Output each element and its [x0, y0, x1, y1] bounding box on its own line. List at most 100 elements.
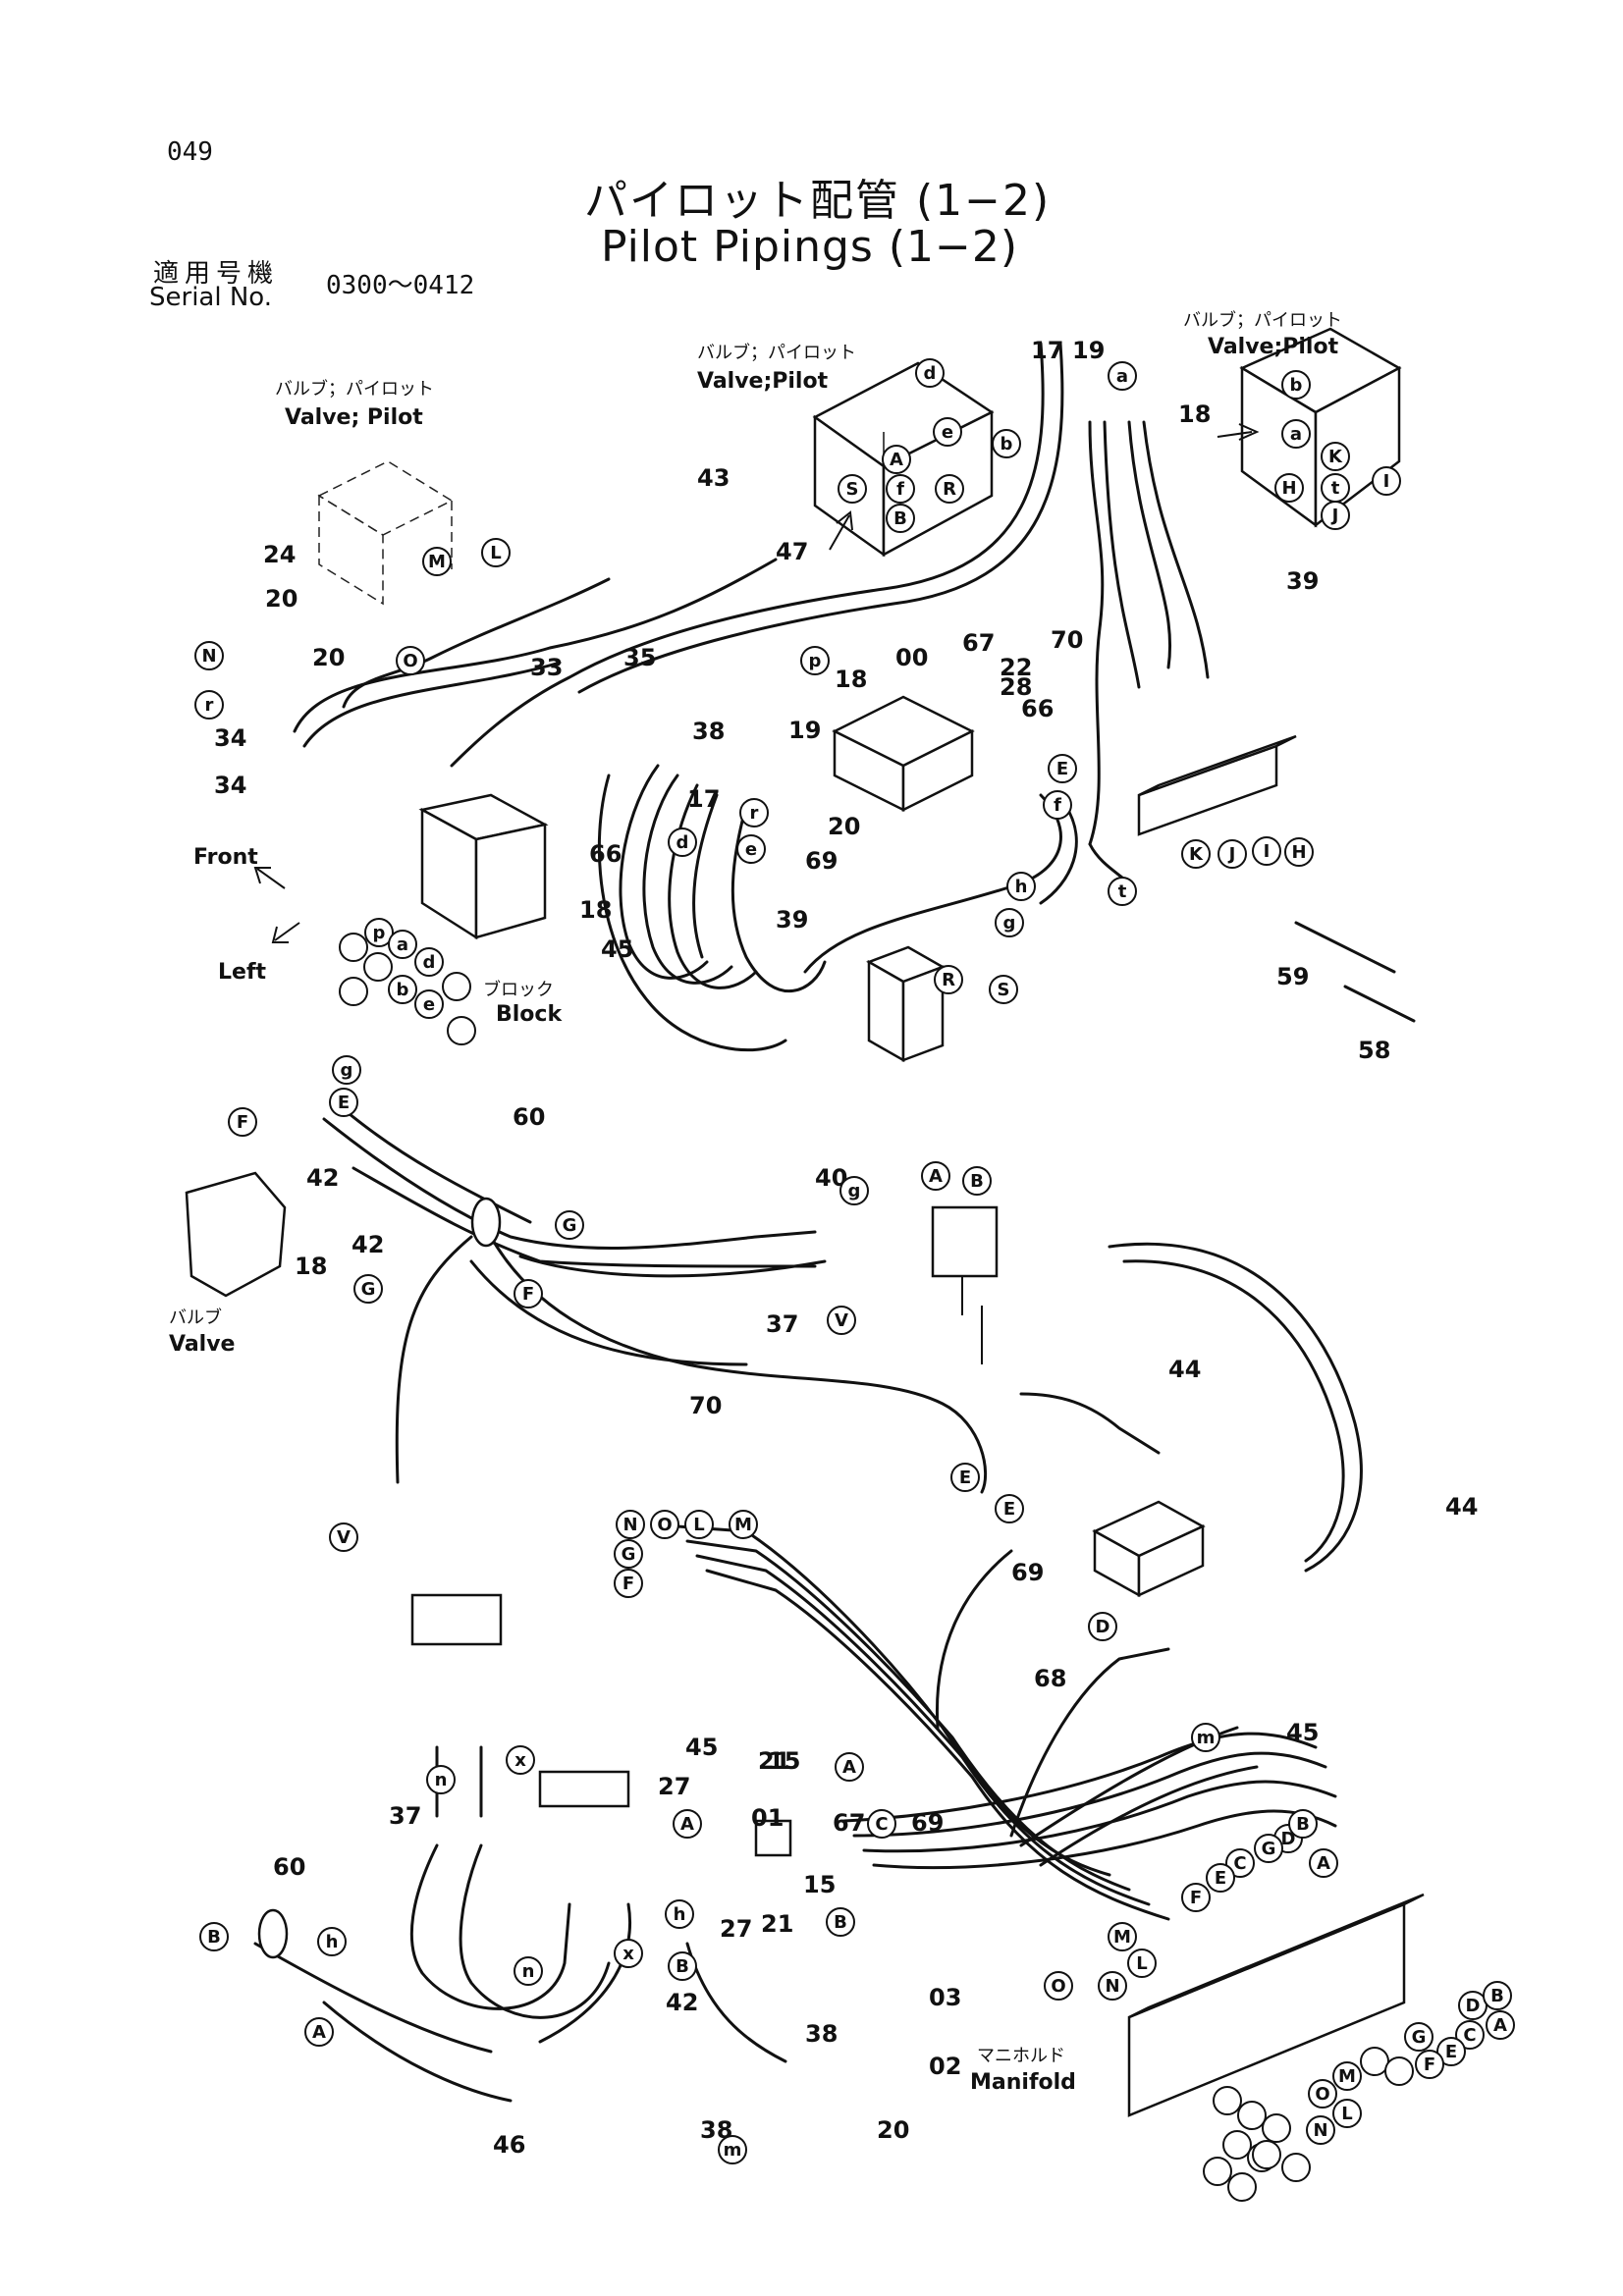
port-letter-callout: h — [1006, 872, 1036, 901]
port-letter-callout: t — [1108, 877, 1137, 906]
part-number-label: 68 — [1034, 1665, 1066, 1692]
part-number-label: 69 — [805, 847, 838, 875]
port-letter-label: t — [1118, 881, 1127, 902]
callout-circle — [1048, 754, 1077, 783]
callout-circle — [839, 1176, 869, 1205]
port-letter-label: M — [1338, 2066, 1356, 2087]
callout-circle — [1098, 1971, 1127, 2001]
port-letter-callout: E — [995, 1494, 1024, 1523]
port-letter-callout: g — [839, 1176, 869, 1205]
port-letter-label: D — [1281, 1829, 1296, 1849]
callout-circle — [1281, 370, 1311, 400]
part-number-label: 27 — [658, 1773, 690, 1800]
callout-circle — [1127, 1949, 1157, 1978]
callout-circle — [1321, 501, 1350, 530]
port-letter-callout: t — [1321, 473, 1350, 503]
port-letter-callout: B — [962, 1166, 992, 1196]
part-number-label: 24 — [263, 541, 296, 568]
callout-circle — [555, 1210, 584, 1240]
part-number-label: 19 — [1072, 337, 1105, 364]
callout-circle — [882, 445, 911, 474]
port-letter-label: L — [1341, 2104, 1352, 2124]
callout-circle — [1309, 1848, 1338, 1878]
part-number-label: 60 — [273, 1853, 305, 1881]
part-number-label: 28 — [1000, 673, 1032, 701]
port-letter-label: x — [514, 1750, 526, 1771]
part-number-label: 15 — [768, 1747, 800, 1775]
port-letter-callout: D — [1458, 1991, 1488, 2020]
part-number-label: 45 — [601, 935, 633, 963]
port-letter-label: g — [848, 1181, 861, 1201]
callout-circle — [729, 1510, 758, 1539]
part-number-label: 18 — [295, 1253, 327, 1280]
port-letter-label: n — [435, 1770, 448, 1790]
lower-hose-set — [253, 1524, 1337, 2103]
port-letter-callout: b — [992, 429, 1021, 458]
port-letter-label: N — [201, 646, 216, 667]
part-number-label: 44 — [1168, 1356, 1201, 1383]
port-letter-callout: m — [718, 2135, 747, 2164]
callout-circle — [962, 1166, 992, 1196]
port-letter-callout: e — [933, 417, 962, 447]
part-number-label: 18 — [1178, 400, 1211, 428]
port-letter-callout: M — [1108, 1922, 1137, 1951]
port-letter-label: G — [563, 1215, 577, 1236]
part-number-label: 69 — [911, 1809, 944, 1837]
port-letter-label: L — [490, 543, 501, 563]
port-letter-label: O — [1315, 2084, 1329, 2105]
part-number-label: 19 — [788, 717, 821, 744]
port-letter-callout: M — [1332, 2061, 1362, 2091]
port-letter-callout: a — [1281, 419, 1311, 449]
callout-circle — [684, 1510, 714, 1539]
callout-circle — [1108, 877, 1137, 906]
port-letter-label: H — [1291, 842, 1306, 863]
callout-circle — [921, 1161, 950, 1191]
block-mid-rs — [866, 945, 946, 1063]
page-title-japanese: パイロット配管 (1−2) — [584, 176, 1052, 226]
callout-circle — [1332, 2099, 1362, 2128]
port-letter-callout: I — [1372, 466, 1401, 496]
port-letter-callout: H — [1284, 837, 1314, 867]
port-letter-callout: E — [1436, 2037, 1466, 2066]
port-letter-callout: R — [935, 474, 964, 504]
port-letter-label: J — [1330, 506, 1339, 526]
port-letter-label: r — [205, 695, 214, 716]
page-title-english: Pilot Pipings (1−2) — [601, 222, 1019, 272]
port-letter-callout: B — [199, 1922, 229, 1951]
part-number-label: 43 — [697, 464, 730, 492]
port-letter-callout: N — [616, 1510, 645, 1539]
callout-circle — [665, 1899, 694, 1929]
port-letter-callout: m — [1191, 1723, 1220, 1752]
part-number-label: 34 — [214, 724, 246, 752]
clamp-band-59 — [1294, 921, 1396, 974]
left-caption: Left — [218, 960, 267, 985]
port-letter-callout: M — [422, 547, 452, 576]
callout-circle — [1217, 839, 1247, 869]
port-letter-callout: B — [1288, 1809, 1318, 1839]
arrow-right-valve — [1217, 423, 1260, 441]
part-number-label: 21 — [758, 1747, 790, 1775]
port-letter-callout: g — [995, 908, 1024, 937]
callout-circle — [835, 1752, 864, 1782]
port-letter-callout: A — [304, 2017, 334, 2047]
block-caption-ja: ブロック — [483, 979, 554, 1000]
callout-circle — [800, 646, 830, 675]
callout-circle — [1415, 2050, 1444, 2079]
arrow-center-valve — [829, 510, 853, 551]
port-letter-callout: G — [1404, 2022, 1434, 2052]
callout-circle — [481, 538, 511, 567]
part-number-label: 39 — [776, 906, 808, 934]
part-number-label: 42 — [666, 1989, 698, 2016]
block-lower-left — [410, 1593, 503, 1646]
port-letter-callout: G — [555, 1210, 584, 1240]
port-letter-callout: B — [1483, 1981, 1512, 2010]
callout-circle — [718, 2135, 747, 2164]
callout-circle — [614, 1939, 643, 1968]
grommet-lower — [257, 1908, 289, 1959]
port-letter-label: h — [674, 1904, 686, 1925]
port-letter-label: h — [1015, 877, 1028, 897]
grommet-upper — [470, 1197, 502, 1248]
callout-circle — [506, 1745, 535, 1775]
